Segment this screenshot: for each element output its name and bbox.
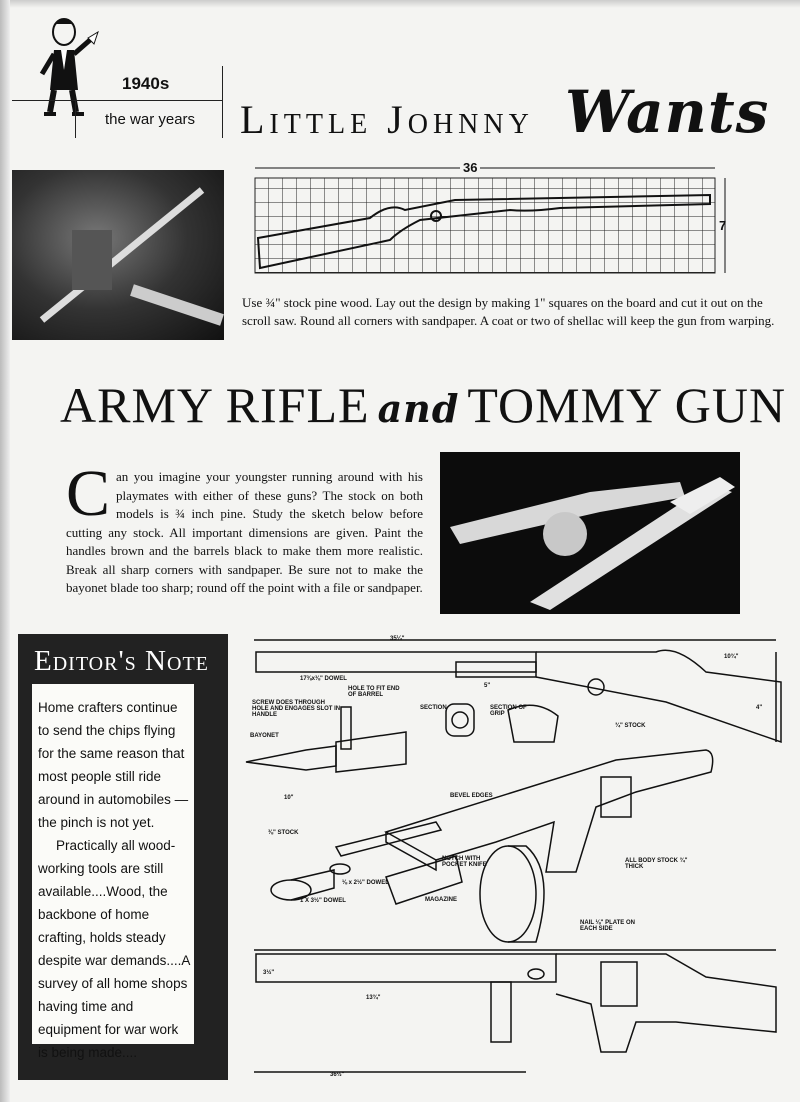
editors-note-text: Home crafters continue to send the chips… (38, 696, 190, 1064)
diagram-label: 17⅜x⅜" DOWEL (300, 676, 347, 682)
drop-cap: C (66, 457, 111, 530)
page-shadow-top (0, 0, 800, 8)
diagram-label: BEVEL EDGES (450, 793, 493, 799)
header-rule-vertical (222, 66, 223, 138)
diagram-label: ALL BODY STOCK ¾" THICK (625, 858, 688, 870)
dimension-label: 35¼" (390, 636, 405, 642)
diagram-label: NAIL ⅛" PLATE ON EACH SIDE (580, 920, 635, 932)
diagram-label: HOLE TO FIT END OF BARREL (348, 686, 400, 698)
toy-guns-photo (440, 452, 740, 614)
diagram-label: ⅛ x 2½" DOWEL (342, 880, 389, 886)
headline-part: ARMY RIFLE (60, 377, 370, 433)
dimension-label: 5" (484, 683, 491, 689)
article-text: an you imagine your youngster running ar… (66, 469, 423, 595)
header-rule-vertical (75, 100, 76, 138)
cartoon-man-illustration (39, 18, 99, 116)
dimension-label: 36½" (330, 1072, 345, 1078)
editors-note-title: Editor's Note (34, 645, 209, 677)
dimension-label: 36 (460, 160, 481, 175)
dimension-label: 10¾" (724, 654, 739, 660)
dimension-label: 7 (719, 218, 727, 233)
dimension-label: 13¾" (366, 995, 381, 1001)
page-title: Little Johnny (240, 97, 534, 142)
diagram-label: BAYONET (250, 733, 279, 739)
rifle-caption: Use ¾" stock pine wood. Lay out the desi… (242, 295, 775, 328)
decade-label: 1940s (122, 74, 170, 93)
diagram-label: 1 X 3½" DOWEL (300, 898, 346, 904)
editors-note-panel (32, 684, 194, 1044)
editors-note-paragraph: Practically all wood-working tools are s… (38, 838, 190, 1060)
diagram-label: ¾" STOCK (615, 723, 646, 729)
dimension-label: 3½" (263, 970, 275, 976)
tommy-gun-diagram (245, 639, 782, 1073)
era-label: the war years (105, 111, 196, 128)
diagram-label: SECTION OF GRIP (490, 705, 527, 717)
page-title-script: Wants (565, 78, 770, 146)
workshop-photo (12, 170, 224, 340)
diagram-label: SCREW DOES THROUGH HOLE AND ENGAGES SLOT… (252, 700, 341, 718)
diagram-label: NOTCH WITH POCKET KNIFE (442, 856, 487, 868)
diagram-label: MAGAZINE (425, 897, 457, 903)
headline-part: TOMMY GUN (467, 377, 787, 433)
dimension-label: 10" (284, 795, 294, 801)
rifle-grid-sketch (254, 167, 726, 274)
editors-note-paragraph: Home crafters continue to send the chips… (38, 700, 189, 830)
diagram-label: SECTION (420, 705, 447, 711)
dimension-label: 4" (756, 705, 763, 711)
headline-and: and (377, 386, 460, 431)
diagram-label: ⅜" STOCK (268, 830, 299, 836)
page-shadow-left (0, 0, 10, 1102)
header-rule (12, 100, 222, 101)
